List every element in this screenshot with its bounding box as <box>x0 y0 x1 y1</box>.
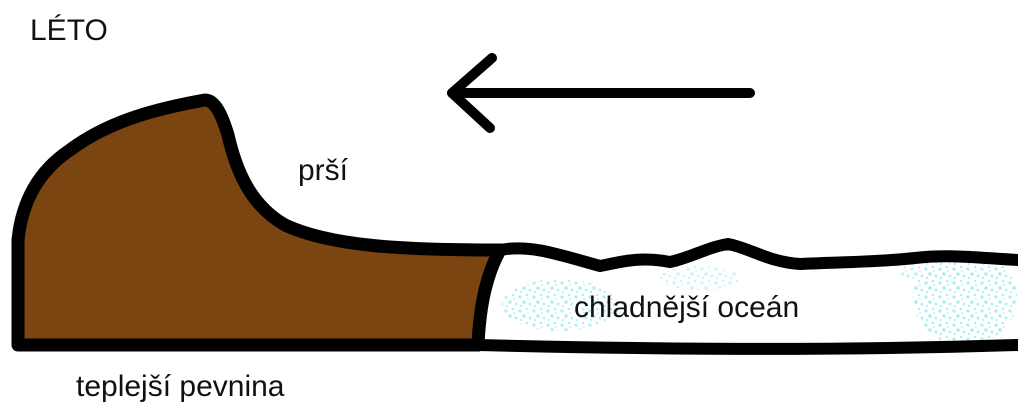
rain-label: prší <box>298 156 348 186</box>
wind-arrow <box>452 58 750 128</box>
season-label: LÉTO <box>30 16 108 46</box>
ocean-label: chladnější oceán <box>574 293 799 323</box>
ocean-bottom-line <box>478 345 1018 349</box>
land-label: teplejší pevnina <box>76 372 284 402</box>
land-mass <box>18 100 500 345</box>
